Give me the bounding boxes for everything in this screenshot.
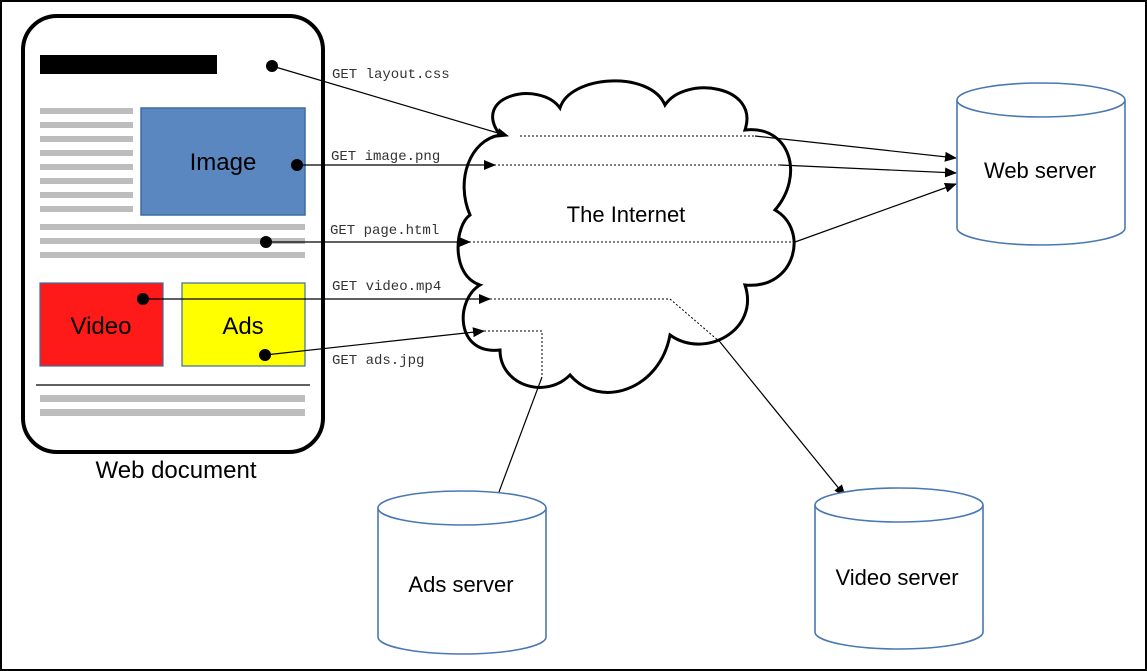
text-line (40, 108, 133, 114)
text-line (40, 192, 133, 198)
text-line (40, 252, 305, 258)
request-labels: GET layout.css GET image.png GET page.ht… (330, 67, 450, 369)
text-line (40, 224, 305, 230)
internal-routes (465, 135, 795, 377)
server-arrow-web-html (794, 183, 957, 243)
video-server-body (814, 505, 984, 650)
request-arrow-ads (264, 327, 485, 356)
server-arrow-ads (492, 376, 543, 509)
video-server-top (814, 487, 984, 523)
document-text-lines-left (40, 108, 133, 212)
web-server-top (956, 82, 1126, 118)
route-ads (480, 330, 543, 377)
request-label-ads: GET ads.jpg (332, 353, 424, 369)
video-block-label: Video (71, 313, 132, 340)
text-line (40, 409, 305, 416)
server-arrow-video (719, 341, 846, 497)
web-server-body (956, 100, 1126, 246)
ads-block (181, 282, 306, 367)
request-arrows (137, 60, 509, 361)
internet-label: The Internet (567, 202, 686, 227)
document-footer-lines (40, 395, 305, 416)
request-label-html: GET page.html (330, 223, 439, 239)
internet-cloud-shape (456, 79, 796, 394)
ads-block-label: Ads (222, 313, 263, 340)
request-label-video: GET video.mp4 (332, 279, 441, 295)
ads-server: Ads server (377, 490, 547, 655)
text-line (40, 395, 305, 402)
text-line (40, 206, 133, 212)
request-label-image: GET image.png (331, 149, 440, 165)
ads-server-body (377, 508, 547, 655)
ads-server-label: Ads server (408, 572, 513, 597)
server-arrows (492, 135, 957, 509)
server-arrow-web-image (779, 164, 957, 178)
text-line (40, 150, 133, 156)
web-server: Web server (956, 82, 1126, 246)
web-document-frame (21, 14, 325, 454)
text-line (40, 178, 133, 184)
ads-server-top (377, 490, 547, 526)
document-text-lines-full (40, 224, 305, 258)
text-line (40, 122, 133, 128)
video-server: Video server (814, 487, 984, 650)
document-title-bar (40, 55, 217, 74)
request-arrow-css (271, 65, 509, 138)
image-block (140, 107, 306, 216)
text-line (40, 136, 133, 142)
web-document: Image Video Ads Web document (21, 14, 325, 484)
text-line (40, 164, 133, 170)
request-label-css: GET layout.css (332, 67, 450, 83)
image-block-label: Image (190, 149, 257, 176)
internet-cloud: The Internet (456, 79, 796, 394)
video-server-label: Video server (835, 565, 958, 590)
text-line (40, 238, 305, 244)
route-video (490, 298, 721, 343)
server-arrow-web-css (754, 135, 957, 162)
web-server-label: Web server (984, 158, 1096, 183)
web-document-label: Web document (96, 457, 257, 484)
